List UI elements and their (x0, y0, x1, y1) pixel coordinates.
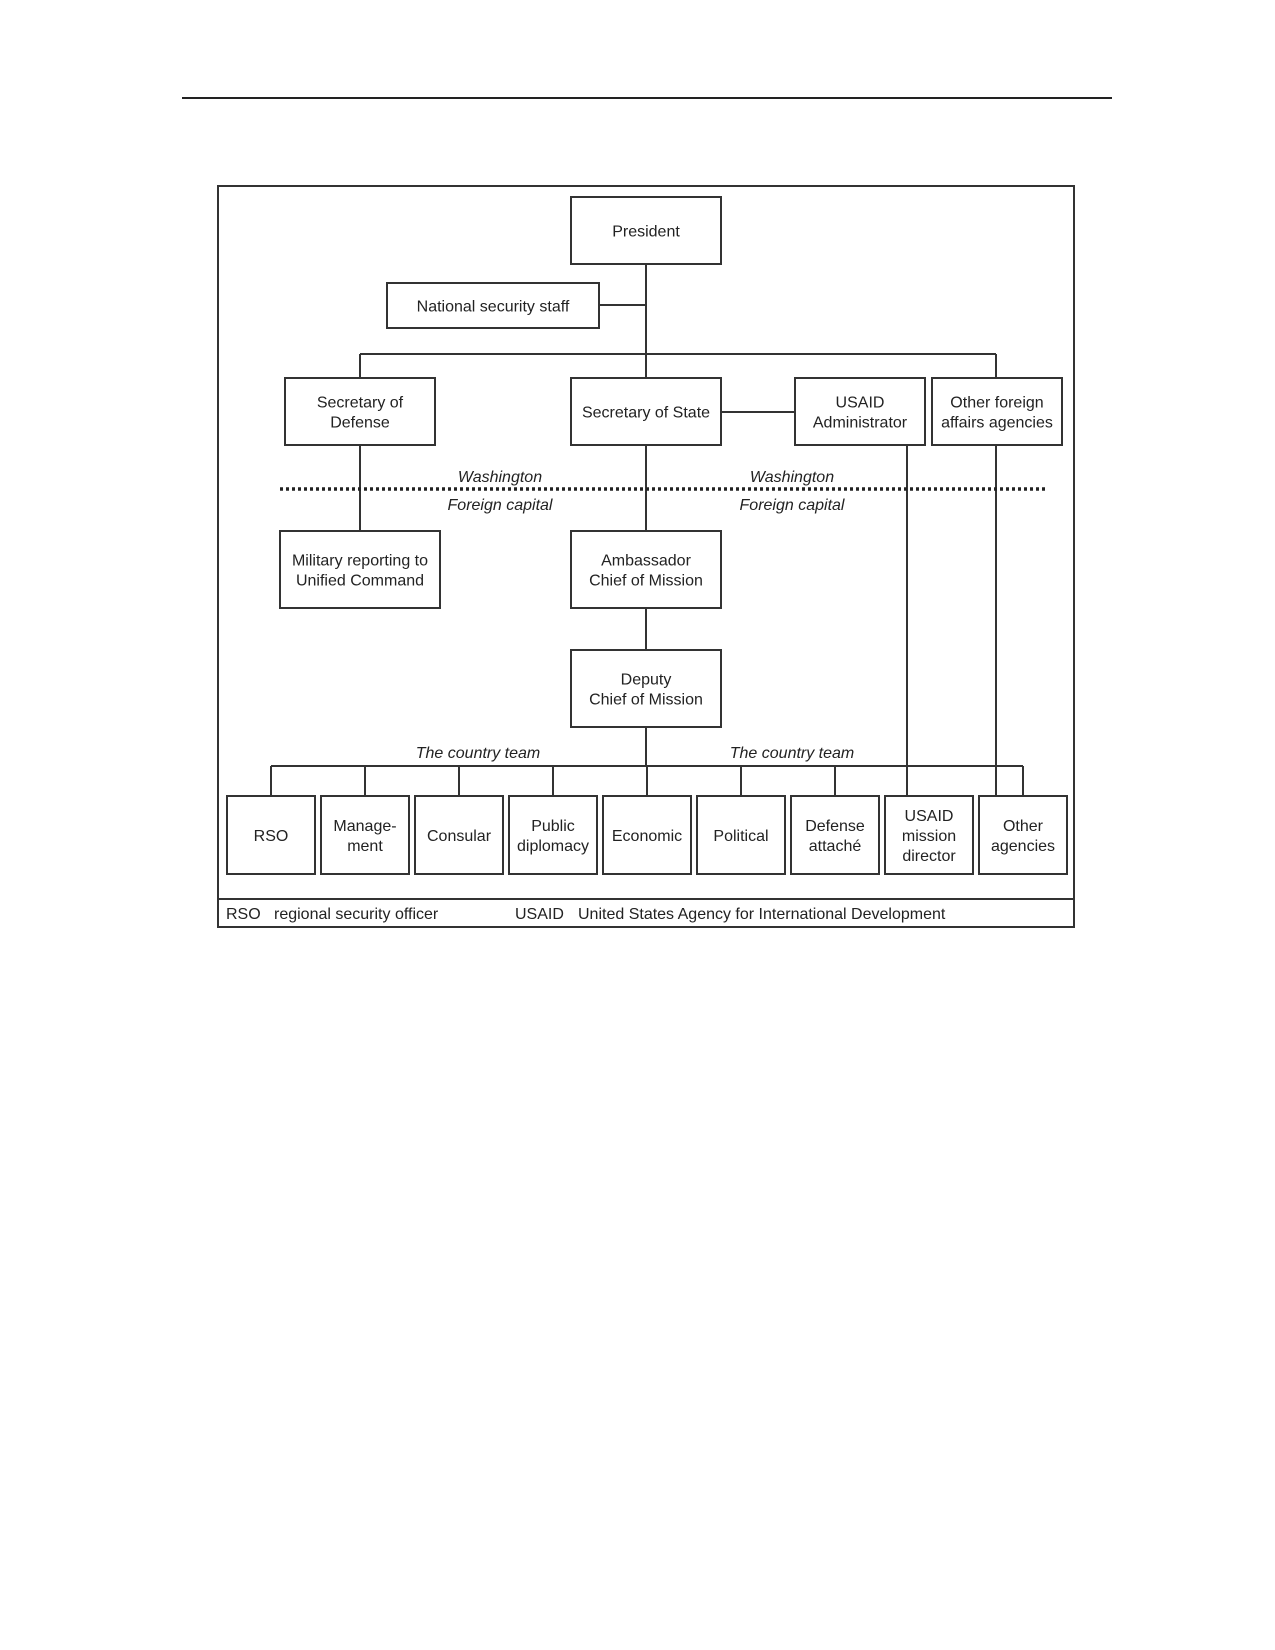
country-team-label-right: The country team (730, 745, 855, 762)
legend-abbr: USAID (515, 906, 564, 923)
dcm-label-line: Chief of Mission (589, 692, 703, 709)
management-label-line: Manage- (333, 818, 396, 835)
president-label: President (612, 224, 680, 241)
usaid-director-label-line: USAID (905, 808, 954, 825)
legend-definition: regional security officer (274, 906, 439, 923)
consular-label-line: Consular (427, 828, 492, 845)
secdef-label-line: Defense (330, 415, 390, 432)
consular-box (414, 795, 504, 875)
military-label-line: Military reporting to (292, 553, 428, 570)
military-label: Military reporting to Unified Command (292, 553, 428, 590)
nss-box (386, 282, 600, 329)
rso-label-line: RSO (254, 828, 289, 845)
usaid-director-label: USAID mission director (902, 808, 956, 865)
washington-label-left: Washington (458, 469, 542, 486)
public-diplomacy-box (508, 795, 598, 875)
consular-label: Consular (427, 828, 492, 845)
military-label-line: Unified Command (296, 573, 424, 590)
defense-attache-label-line: Defense (805, 818, 865, 835)
military-box (279, 530, 441, 609)
defense-attache-label: Defense attaché (805, 818, 865, 855)
political-label: Political (713, 828, 768, 845)
other-agencies-box (978, 795, 1068, 875)
dcm-label-line: Deputy (621, 672, 672, 689)
ambassador-label-line: Ambassador (601, 553, 691, 570)
usaid-director-label-line: director (902, 848, 956, 865)
usaid-director-box (884, 795, 974, 875)
rso-label: RSO (254, 828, 289, 845)
secstate-label: Secretary of State (582, 405, 710, 422)
usaid-admin-label-line: Administrator (813, 415, 908, 432)
defense-attache-label-line: attaché (809, 838, 862, 855)
political-label-line: Political (713, 828, 768, 845)
other-foreign-label: Other foreign affairs agencies (941, 395, 1053, 432)
country-team-label-left: The country team (416, 745, 541, 762)
legend-definition: United States Agency for International D… (578, 906, 946, 923)
public-diplomacy-label-line: diplomacy (517, 838, 589, 855)
usaid-admin-label-line: USAID (836, 395, 885, 412)
rso-box (226, 795, 316, 875)
ambassador-label-line: Chief of Mission (589, 573, 703, 590)
defense-attache-box (790, 795, 880, 875)
secdef-label: Secretary of Defense (317, 395, 404, 432)
other-agencies-label: Other agencies (991, 818, 1055, 855)
other-foreign-box (931, 377, 1063, 446)
president-box (570, 196, 722, 265)
management-box (320, 795, 410, 875)
management-label-line: ment (347, 838, 383, 855)
dcm-box (570, 649, 722, 728)
legend-abbr: RSO (226, 906, 261, 923)
other-agencies-label-line: agencies (991, 838, 1055, 855)
nss-label-line: National security staff (417, 299, 570, 316)
foreign-capital-label-left: Foreign capital (448, 497, 553, 514)
public-diplomacy-label: Public diplomacy (517, 818, 589, 855)
usaid-admin-box (794, 377, 926, 446)
other-foreign-label-line: Other foreign (950, 395, 1043, 412)
political-box (696, 795, 786, 875)
secdef-label-line: Secretary of (317, 395, 404, 412)
management-label: Manage-ment (333, 818, 396, 855)
usaid-director-label-line: mission (902, 828, 956, 845)
ambassador-box (570, 530, 722, 609)
public-diplomacy-label-line: Public (531, 818, 575, 835)
economic-label: Economic (612, 828, 682, 845)
usaid-admin-label: USAID Administrator (813, 395, 908, 432)
other-foreign-label-line: affairs agencies (941, 415, 1053, 432)
foreign-capital-label-right: Foreign capital (740, 497, 845, 514)
washington-label-right: Washington (750, 469, 834, 486)
economic-label-line: Economic (612, 828, 682, 845)
nss-label: National security staff (417, 299, 570, 316)
other-agencies-label-line: Other (1003, 818, 1044, 835)
header-rule (182, 97, 1112, 99)
economic-box (602, 795, 692, 875)
president-label-line: President (612, 224, 680, 241)
secdef-box (284, 377, 436, 446)
secstate-label-line: Secretary of State (582, 405, 710, 422)
secstate-box (570, 377, 722, 446)
